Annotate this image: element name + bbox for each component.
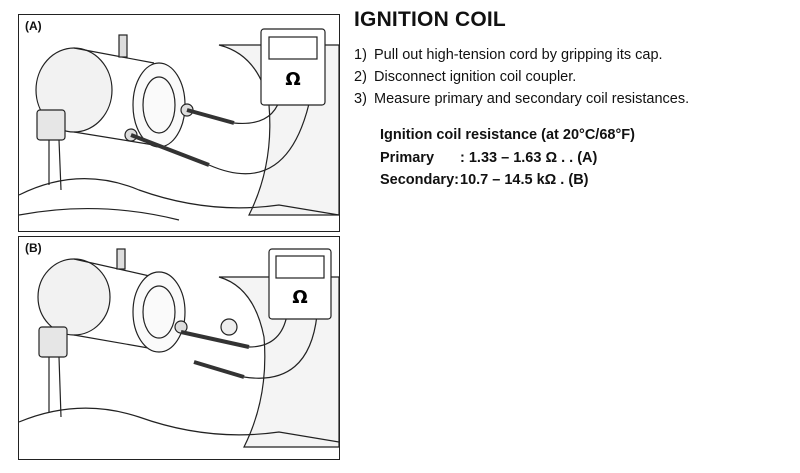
spec-row-secondary: Secondary: 10.7 – 14.5 kΩ . (B) — [380, 169, 794, 192]
figure-a: (A) Ω — [18, 14, 340, 232]
step-item: 1) Pull out high-tension cord by grippin… — [354, 44, 794, 66]
figure-a-label: (A) — [25, 19, 42, 33]
step-item: 3) Measure primary and secondary coil re… — [354, 88, 794, 110]
figure-b-label: (B) — [25, 241, 42, 255]
ohm-symbol-a: Ω — [285, 69, 300, 90]
spec-heading: Ignition coil resistance (at 20°C/68°F) — [380, 127, 635, 143]
spec-secondary-value: 10.7 – 14.5 kΩ . (B) — [460, 172, 589, 188]
spec-secondary-label: Secondary: — [380, 172, 459, 188]
step-number: 3) — [354, 91, 367, 107]
spec-primary-value: : 1.33 – 1.63 Ω . . (A) — [460, 149, 598, 166]
step-item: 2) Disconnect ignition coil coupler. — [354, 66, 794, 88]
ohm-symbol-b: Ω — [292, 287, 307, 308]
step-text: Pull out high-tension cord by gripping i… — [374, 47, 663, 63]
ignition-coil-illustration-b: Ω — [19, 248, 339, 448]
page-title: IGNITION COIL — [354, 8, 506, 31]
figure-b: (B) Ω — [18, 236, 340, 460]
step-text: Measure primary and secondary coil resis… — [374, 91, 690, 107]
resistance-spec: Ignition coil resistance (at 20°C/68°F) … — [380, 124, 794, 192]
instructions-panel: IGNITION COIL 1) Pull out high-tension c… — [354, 8, 794, 192]
step-text: Disconnect ignition coil coupler. — [374, 69, 577, 85]
step-number: 2) — [354, 69, 367, 85]
spec-row-primary: Primary : 1.33 – 1.63 Ω . . (A) — [380, 147, 794, 170]
ignition-coil-illustration-a: Ω — [19, 28, 339, 221]
spec-primary-label: Primary — [380, 149, 435, 166]
step-list: 1) Pull out high-tension cord by grippin… — [354, 44, 794, 110]
step-number: 1) — [354, 47, 367, 63]
